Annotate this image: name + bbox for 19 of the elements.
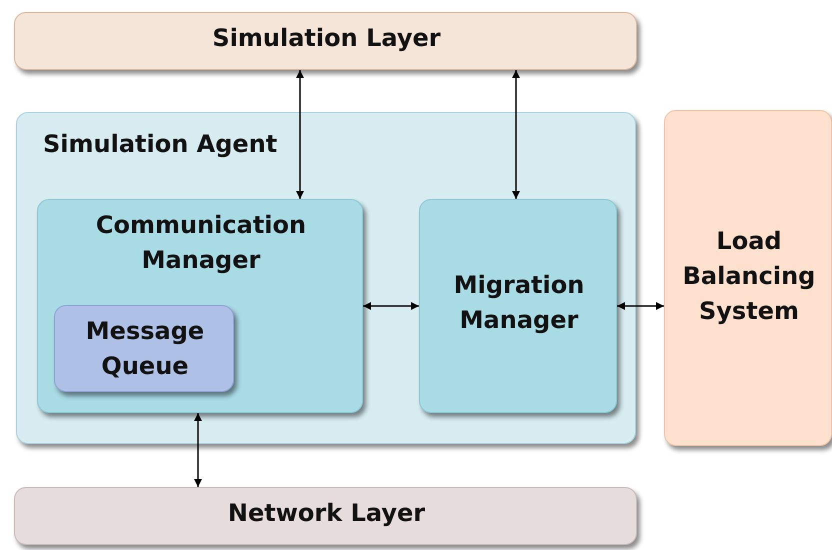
- double-arrow: [363, 302, 419, 310]
- double-arrow: [617, 302, 664, 310]
- node-label: Load Balancing System: [682, 226, 816, 327]
- node-label: Communication Manager: [94, 210, 308, 276]
- double-arrow: [512, 70, 520, 199]
- node-label: Migration Manager: [452, 270, 586, 336]
- system-box: [664, 110, 832, 446]
- component-box: [419, 199, 617, 413]
- queue-box: [54, 305, 234, 392]
- container-heading: Simulation Agent: [43, 129, 278, 160]
- node-label: Simulation Layer: [211, 23, 442, 54]
- double-arrow: [296, 70, 304, 199]
- layer-band: [14, 487, 637, 545]
- node-label: Message Queue: [84, 316, 206, 382]
- component-box: [37, 199, 363, 413]
- double-arrow: [194, 413, 202, 487]
- layer-band: [14, 12, 637, 70]
- agent-container: [16, 112, 636, 444]
- node-label: Network Layer: [226, 498, 426, 529]
